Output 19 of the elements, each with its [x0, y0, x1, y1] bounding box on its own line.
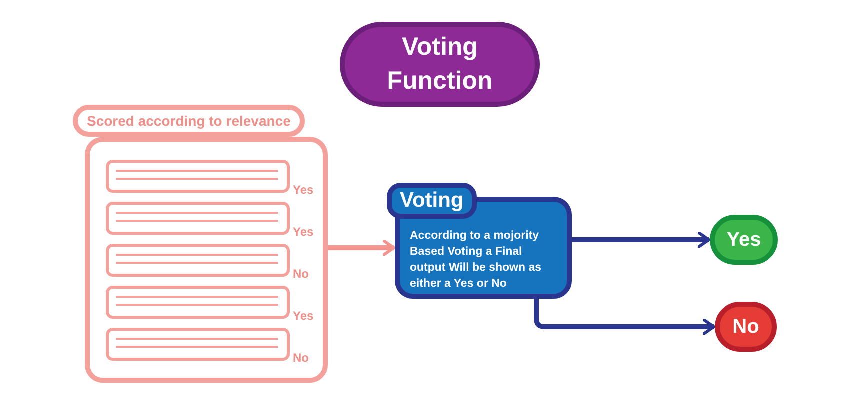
box-description: According to a mojority Based Voting a Final output Will be shown as either a Yes or No — [410, 229, 543, 292]
text-card — [106, 328, 290, 361]
score-label: No — [293, 267, 309, 281]
text-card — [106, 160, 290, 193]
arrow — [572, 232, 710, 248]
result-pill: No — [715, 302, 777, 352]
title-pill: Voting Function — [340, 22, 540, 107]
result-pill: Yes — [710, 215, 778, 265]
arrow — [534, 299, 716, 336]
box-title: Voting — [387, 183, 477, 219]
arrow — [328, 240, 396, 256]
score-label: Yes — [293, 225, 314, 239]
text-card — [106, 244, 290, 277]
text-card — [106, 202, 290, 235]
text-card — [106, 286, 290, 319]
heading-pill: Scored according to relevance — [73, 105, 305, 137]
score-label: No — [293, 351, 309, 365]
score-label: Yes — [293, 183, 314, 197]
score-label: Yes — [293, 309, 314, 323]
